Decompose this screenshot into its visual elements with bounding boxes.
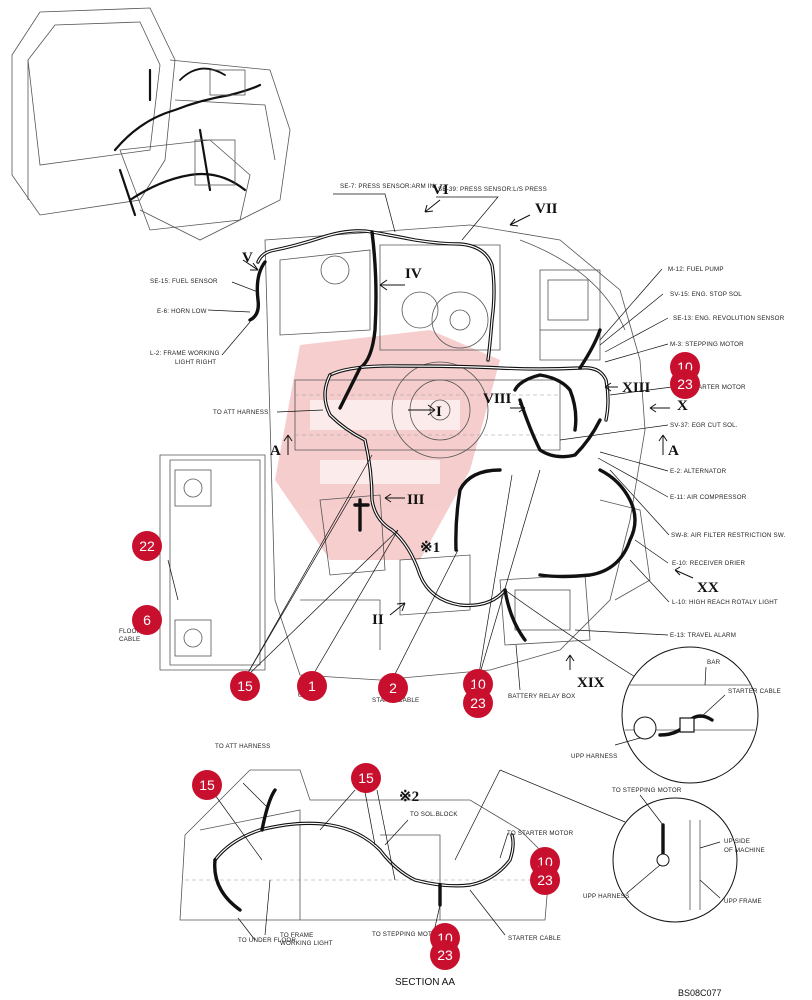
badge-15-a: 15	[230, 671, 260, 701]
label-se7: SE-7: PRESS SENSOR:ARM IN	[340, 183, 434, 190]
label-to-frame: TO FRAME	[280, 932, 313, 939]
svg-text:23: 23	[470, 695, 486, 711]
view-I: I	[436, 404, 442, 420]
label-e11: E-11: AIR COMPRESSOR	[670, 494, 747, 501]
badge-23-lower-right: 23	[530, 865, 560, 895]
view-XX: XX	[697, 580, 719, 596]
label-cable-fragment: CABLE	[398, 697, 419, 704]
svg-text:15: 15	[358, 770, 374, 786]
callout-badges: 10 23 22 6 15 1 2 10 23 15 15 10 23 10 2…	[132, 352, 700, 970]
badge-1: 1	[297, 671, 327, 701]
label-bar: BAR	[707, 659, 721, 666]
label-floor-cable: CABLE	[119, 636, 140, 643]
mark-1: ※1	[420, 540, 440, 556]
badge-23-lower: 23	[430, 940, 460, 970]
label-sw8: SW-8: AIR FILTER RESTRICTION SW.	[671, 532, 786, 539]
badge-2: 2	[378, 673, 408, 703]
badge-23-upper: 23	[670, 369, 700, 399]
label-up-side: UP SIDE	[724, 838, 750, 845]
label-se15: SE-15: FUEL SENSOR	[150, 278, 218, 285]
view-VI: VI	[432, 182, 449, 198]
label-of-machine: OF MACHINE	[724, 847, 765, 854]
view-III: III	[407, 492, 425, 508]
label-se13: SE-13: ENG. REVOLUTION SENSOR	[673, 315, 785, 322]
svg-text:23: 23	[677, 376, 693, 392]
badge-6: 6	[132, 605, 162, 635]
svg-text:10: 10	[470, 676, 486, 692]
view-V: V	[242, 250, 253, 266]
view-X: X	[677, 398, 688, 414]
label-sv37: SV-37: EGR CUT SOL.	[670, 422, 738, 429]
label-battery-relay-box: BATTERY RELAY BOX	[508, 693, 575, 700]
section-aa-view	[179, 769, 551, 941]
label-se39: SE-39: PRESS SENSOR:L/S PRESS	[438, 186, 547, 193]
mark-2: ※2	[399, 789, 419, 805]
label-e10: E-10: RECEIVER DRIER	[672, 560, 745, 567]
badge-15-c: 15	[351, 763, 381, 793]
view-IV: IV	[405, 266, 422, 282]
label-to-att-harness: TO ATT HARNESS	[213, 409, 268, 416]
svg-text:15: 15	[237, 678, 253, 694]
label-working-light: WORKING LIGHT	[280, 940, 333, 947]
watermark-logo	[275, 330, 500, 560]
label-to-att-harness-2: TO ATT HARNESS	[215, 743, 270, 750]
label-e2: E-2: ALTERNATOR	[670, 468, 727, 475]
leader-lines	[167, 193, 673, 691]
label-starter-fragment: STAR	[372, 697, 389, 704]
svg-text:2: 2	[389, 680, 397, 696]
label-upp-harness-2: UPP HARNESS	[583, 893, 629, 900]
view-arrows	[242, 199, 694, 670]
svg-text:23: 23	[437, 947, 453, 963]
label-sv15: SV-15: ENG. STOP SOL	[670, 291, 742, 298]
svg-text:22: 22	[139, 538, 155, 554]
label-floor: FLOOR	[119, 628, 142, 635]
machine-perspective-sketch	[11, 7, 291, 241]
badge-23-mid: 23	[463, 688, 493, 718]
view-VIII: VIII	[483, 391, 512, 407]
view-VII: VII	[535, 201, 558, 217]
view-XIX: XIX	[577, 675, 605, 691]
label-l2-line2: LIGHT RIGHT	[175, 359, 216, 366]
label-upp-harness: UPP HARNESS	[571, 753, 617, 760]
svg-text:15: 15	[199, 777, 215, 793]
label-to-stepping-moto: TO STEPPING MOTO	[372, 931, 437, 938]
label-m1: M-1: STARTER MOTOR	[675, 384, 746, 391]
detail-circle-upper	[614, 646, 759, 784]
upper-frame-outline	[159, 224, 651, 681]
main-harness	[248, 229, 637, 642]
label-starter-cable: STARTER CABLE	[728, 688, 781, 695]
badge-15-b: 15	[192, 770, 222, 800]
label-l10: L-10: HIGH REACH ROTALY LIGHT	[672, 599, 778, 606]
view-A-left: A	[270, 443, 281, 459]
label-upp-frame: UPP FRAME	[724, 898, 762, 905]
label-to-sol-block: TO SOL.BLOCK	[410, 811, 458, 818]
label-l2-line1: L-2: FRAME WORKING	[150, 350, 220, 357]
view-XIII: XIII	[622, 380, 651, 396]
svg-text:23: 23	[537, 872, 553, 888]
label-to-starter-motor: TO STARTER MOTOR	[507, 830, 574, 837]
label-to-under-floor: TO UNDER FLOOR	[238, 937, 296, 944]
label-m12: M-12: FUEL PUMP	[668, 266, 724, 273]
view-markers: I II III IV V VI VII VIII X XIII XIX XX …	[242, 182, 719, 805]
badge-22: 22	[132, 531, 162, 561]
svg-text:6: 6	[143, 612, 151, 628]
label-starter-cable-2: STARTER CABLE	[508, 935, 561, 942]
view-A-right: A	[668, 443, 679, 459]
detail-circle-lower	[454, 769, 738, 923]
component-labels: SE-7: PRESS SENSOR:ARM IN SE-39: PRESS S…	[119, 183, 786, 947]
label-e13: E-13: TRAVEL ALARM	[670, 632, 736, 639]
label-to-stepping-motor: TO STEPPING MOTOR	[612, 787, 682, 794]
section-title: SECTION AA	[395, 977, 455, 988]
label-m3: M-3: STEPPING MOTOR	[670, 341, 744, 348]
label-e6: E-6: HORN LOW	[157, 308, 207, 315]
svg-text:1: 1	[308, 678, 316, 694]
view-II: II	[372, 612, 384, 628]
drawing-code: BS08C077	[678, 988, 722, 998]
